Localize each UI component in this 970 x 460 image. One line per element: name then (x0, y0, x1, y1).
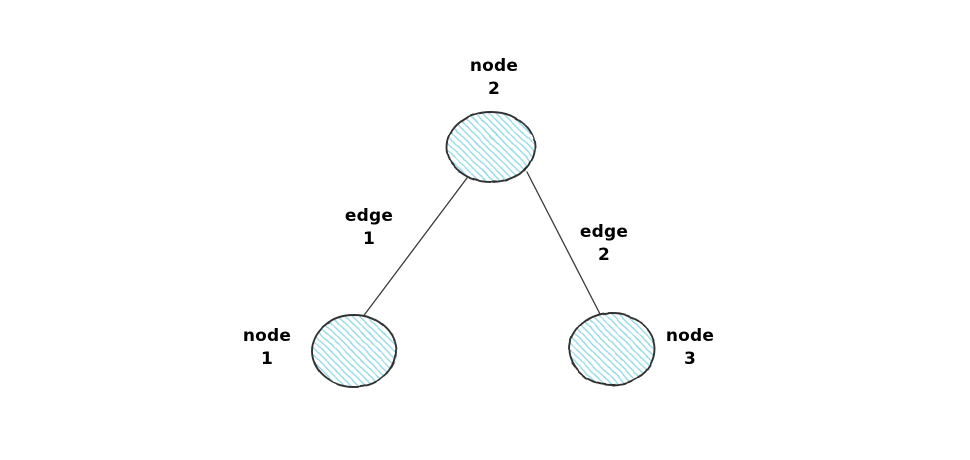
node-fill-node3 (569, 313, 655, 385)
edges-layer (361, 171, 601, 319)
node-label-node3-line2: 3 (683, 349, 697, 369)
graph-edge-edge2[interactable] (526, 171, 601, 315)
node-label-node3-line1: node (665, 326, 715, 346)
edge-label-edge2-line1: edge (579, 222, 629, 242)
node-label-node1-line2: 1 (260, 349, 274, 369)
node-label-node2-line1: node (469, 56, 519, 76)
node-label-node3: node 3 (666, 325, 714, 371)
edge-label-edge1: edge 1 (345, 205, 393, 251)
node-label-node1: node 1 (243, 325, 291, 371)
node-label-node2-line2: 2 (487, 79, 501, 99)
nodes-layer (311, 111, 656, 388)
node-outline-node3 (568, 312, 656, 386)
graph-node-node2[interactable] (446, 111, 536, 183)
edge-label-edge1-line2: 1 (362, 229, 376, 249)
node-outline-node1 (311, 314, 397, 388)
graph-node-node1[interactable] (311, 314, 397, 388)
node-label-node1-line1: node (242, 326, 292, 346)
node-fill-node2 (447, 112, 535, 182)
edge-label-edge2-line2: 2 (597, 245, 611, 265)
edge-label-edge1-line1: edge (344, 206, 394, 226)
node-label-node2: node 2 (470, 55, 518, 101)
graph-node-node3[interactable] (568, 312, 656, 386)
graph-edge-edge1[interactable] (361, 177, 468, 319)
edge-label-edge2: edge 2 (580, 221, 628, 267)
node-fill-node1 (312, 315, 396, 387)
node-outline-node2 (446, 111, 536, 183)
